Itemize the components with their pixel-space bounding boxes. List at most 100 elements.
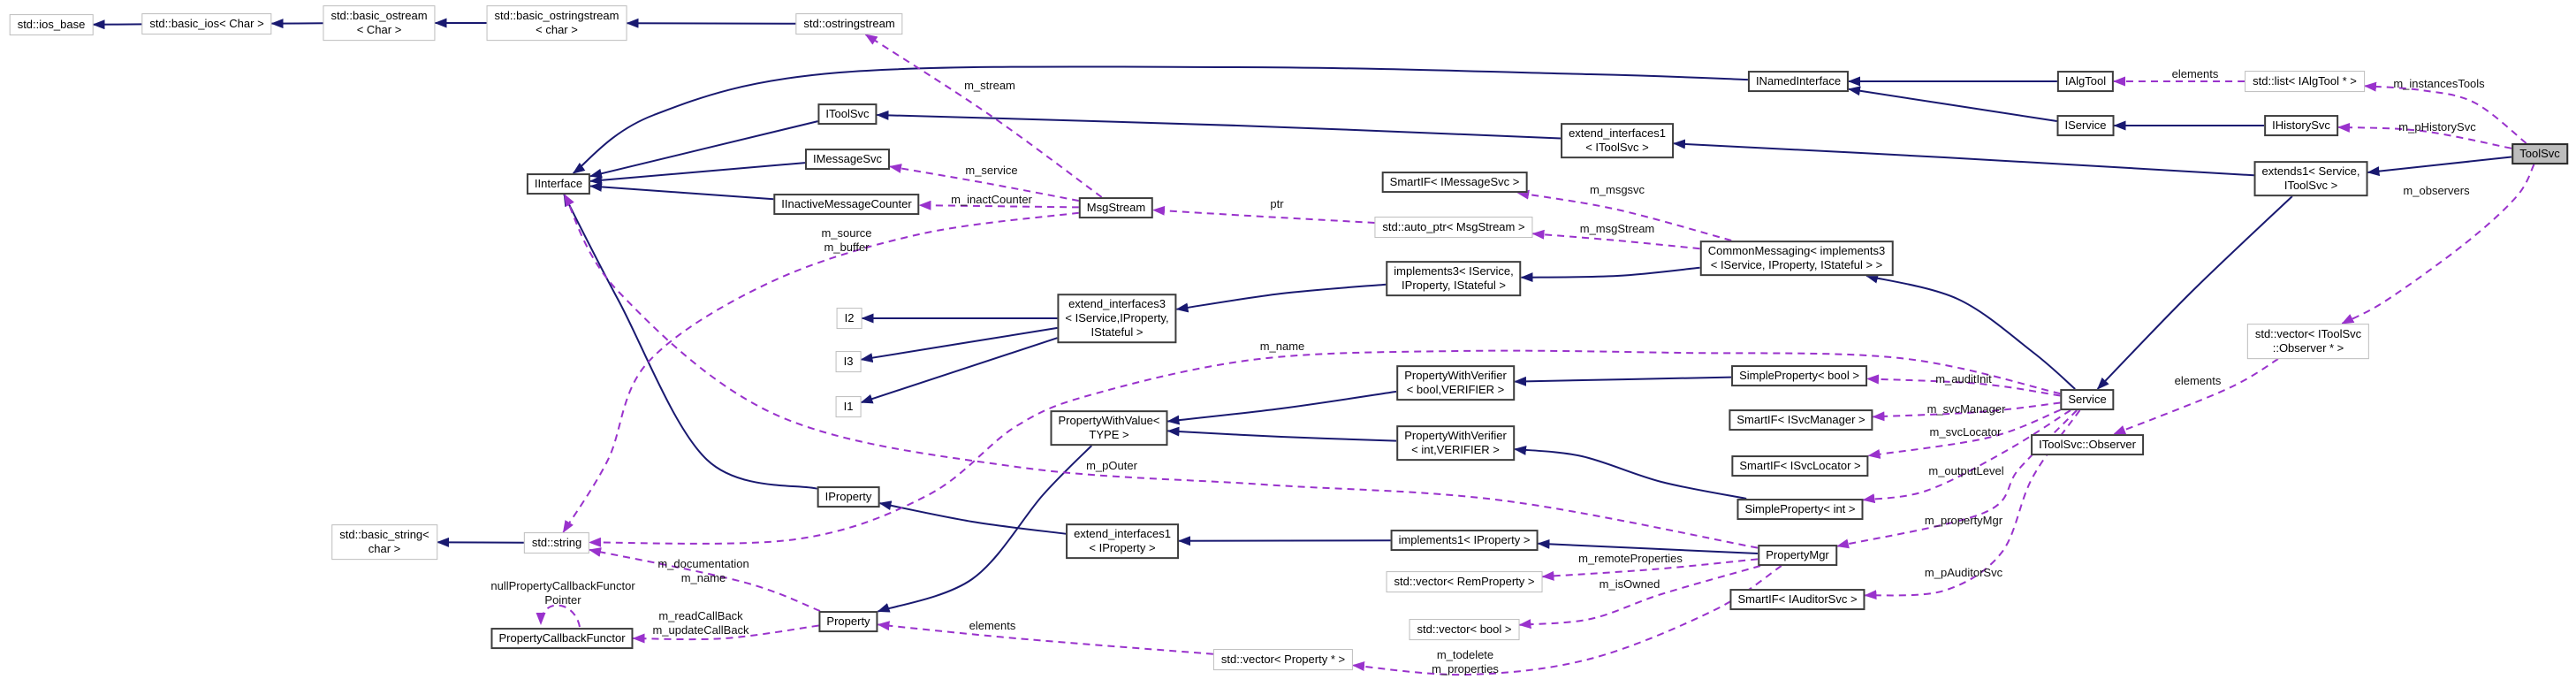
node-itoolsvc[interactable]: IToolSvc — [817, 103, 878, 125]
edge-std-vector-obs-to-itoolsvc-observer — [2113, 358, 2279, 435]
node-i2[interactable]: I2 — [836, 308, 862, 329]
edge-ei1-iproperty-to-iproperty — [878, 500, 1067, 535]
edge-pw-value-to-property — [877, 445, 1093, 613]
node-commonmessaging[interactable]: CommonMessaging< implements3 < IService,… — [1699, 240, 1894, 276]
edge-service-to-smartif-isvcmanager — [1872, 401, 2061, 422]
node-std-vector-prop[interactable]: std::vector< Property * > — [1212, 649, 1354, 670]
edge-commonmessaging-to-std-auto-ptr — [1531, 229, 1700, 250]
node-std-vector-obs[interactable]: std::vector< IToolSvc ::Observer * > — [2246, 324, 2370, 359]
node-std-string[interactable]: std::string — [523, 532, 590, 553]
edge-std-vector-prop-to-property — [877, 621, 1214, 655]
node-std-vector-bool[interactable]: std::vector< bool > — [1409, 619, 1520, 640]
edge-label-m-svcManager: m_svcManager — [1926, 401, 2006, 416]
node-sp-int[interactable]: SimpleProperty< int > — [1736, 499, 1864, 520]
node-implements1[interactable]: implements1< IProperty > — [1390, 530, 1539, 551]
edge-label-m-pOuter: m_pOuter — [1086, 458, 1137, 472]
node-pwv-bool[interactable]: PropertyWithVerifier < bool,VERIFIER > — [1396, 365, 1515, 401]
node-std-basic-ostream[interactable]: std::basic_ostream < Char > — [323, 5, 436, 41]
node-propertymgr[interactable]: PropertyMgr — [1758, 545, 1837, 566]
edge-propertymgr-to-implements1 — [1537, 538, 1759, 554]
edge-service-to-smartif-isvclocator — [1867, 408, 2061, 459]
node-smartif-isvcmanager[interactable]: SmartIF< ISvcManager > — [1729, 409, 1873, 431]
node-pcf[interactable]: PropertyCallbackFunctor — [490, 628, 634, 649]
edge-ei3-to-i1 — [860, 337, 1058, 404]
edge-label-m-instancesTools: m_instancesTools — [2393, 76, 2485, 90]
edge-label-m-isOwned: m_isOwned — [1599, 576, 1660, 591]
edge-label-ptr: ptr — [1270, 196, 1284, 210]
edge-extends1-to-service — [2096, 195, 2293, 390]
edge-label-elements: elements — [2174, 373, 2222, 387]
node-std-basic-ostringstream[interactable]: std::basic_ostringstream < char > — [486, 5, 627, 41]
edge-label-m-stream: m_stream — [964, 78, 1015, 92]
edge-label-m-msgsvc: m_msgsvc — [1589, 182, 1645, 196]
edge-pwv-bool-to-pw-value — [1166, 390, 1397, 425]
node-std-vector-rem[interactable]: std::vector< RemProperty > — [1386, 571, 1543, 592]
edge-msgstream-to-std-ostringstream — [864, 34, 1103, 198]
edge-propertymgr-to-std-vector-bool — [1518, 565, 1761, 630]
edge-sp-int-to-pwv-int — [1514, 445, 1747, 500]
edge-pwv-int-to-pw-value — [1166, 426, 1397, 442]
edge-label-m-propertyMgr: m_propertyMgr — [1924, 513, 2003, 527]
edge-propertymgr-to-std-vector-prop — [1352, 565, 1782, 676]
node-extends1[interactable]: extends1< Service, IToolSvc > — [2253, 161, 2368, 196]
node-iinterface[interactable]: IInterface — [526, 173, 591, 195]
edge-implements3-to-ei3 — [1175, 283, 1387, 313]
edge-label-m-observers: m_observers — [2403, 183, 2470, 197]
node-i3[interactable]: I3 — [835, 351, 862, 372]
edge-itoolsvc-to-iinterface — [589, 120, 818, 179]
node-smartif-iauditorsvc[interactable]: SmartIF< IAuditorSvc > — [1729, 589, 1866, 610]
edge-label-m-inactCounter: m_inactCounter — [951, 192, 1032, 206]
edge-service-to-commonmessaging — [1866, 273, 2076, 390]
edge-label-m-service: m_service — [965, 163, 1018, 177]
edge-imessagesvc-to-iinterface — [589, 162, 806, 186]
node-property[interactable]: Property — [818, 611, 878, 632]
edge-std-auto-ptr-to-msgstream — [1152, 205, 1375, 224]
node-smartif-isvclocator[interactable]: SmartIF< ISvcLocator > — [1731, 455, 1869, 477]
node-pwv-int[interactable]: PropertyWithVerifier < int,VERIFIER > — [1396, 425, 1515, 461]
node-inamedinterface[interactable]: INamedInterface — [1747, 71, 1850, 92]
node-implements3[interactable]: implements3< IService, IProperty, IState… — [1386, 261, 1522, 296]
node-std-basic-string[interactable]: std::basic_string< char > — [331, 524, 437, 560]
node-ei3[interactable]: extend_interfaces3 < IService,IProperty,… — [1057, 294, 1177, 343]
edge-label-m-source: m_source m_buffer — [821, 225, 872, 254]
edge-implements1-to-ei1-iproperty — [1178, 536, 1391, 546]
node-sp-bool[interactable]: SimpleProperty< bool > — [1731, 365, 1867, 386]
edge-sp-bool-to-pwv-bool — [1514, 376, 1732, 386]
node-ei1-itoolsvc[interactable]: extend_interfaces1 < IToolSvc > — [1561, 123, 1674, 158]
node-iproperty[interactable]: IProperty — [817, 486, 880, 508]
node-msgstream[interactable]: MsgStream — [1078, 197, 1154, 218]
node-ialgtool[interactable]: IAlgTool — [2056, 71, 2115, 92]
edge-label-nullPropertyCallbackFunctor: nullPropertyCallbackFunctor Pointer — [490, 578, 635, 607]
node-itoolsvc-observer[interactable]: IToolSvc::Observer — [2031, 434, 2144, 455]
node-imessagesvc[interactable]: IMessageSvc — [804, 149, 891, 170]
node-std-auto-ptr[interactable]: std::auto_ptr< MsgStream > — [1374, 217, 1533, 238]
node-std-list-ialgtool[interactable]: std::list< IAlgTool * > — [2245, 71, 2365, 92]
node-iinactivemessagecounter[interactable]: IInactiveMessageCounter — [773, 194, 920, 215]
edge-label-m-readCallBack: m_readCallBack m_updateCallBack — [652, 608, 749, 637]
node-std-ostringstream[interactable]: std::ostringstream — [795, 13, 903, 34]
edge-label-m-auditInit: m_auditInit — [1935, 371, 1992, 385]
edge-label-elements: elements — [2171, 66, 2219, 80]
edge-toolsvc-to-ihistorysvc — [2337, 122, 2512, 149]
edge-label-m-pAuditorSvc: m_pAuditorSvc — [1924, 565, 2003, 579]
node-service[interactable]: Service — [2060, 389, 2115, 410]
edge-ei3-to-i3 — [860, 326, 1058, 363]
edge-label-m-todelete: m_todelete m_properties — [1432, 647, 1499, 676]
edge-toolsvc-to-std-list-ialgtool — [2364, 81, 2527, 144]
node-iservice[interactable]: IService — [2056, 115, 2115, 136]
edge-msgstream-to-iinactivemessagecounter — [918, 200, 1080, 210]
edge-label-m-name: m_name — [1259, 339, 1305, 353]
node-std-basic-ios[interactable]: std::basic_ios< Char > — [141, 13, 272, 34]
node-std-ios-base[interactable]: std::ios_base — [9, 14, 94, 35]
node-toolsvc: ToolSvc — [2511, 143, 2568, 164]
edge-toolsvc-to-extends1 — [2367, 156, 2512, 177]
node-i1[interactable]: I1 — [835, 396, 862, 417]
edge-extends1-to-ei1-itoolsvc — [1673, 139, 2254, 177]
node-ihistorysvc[interactable]: IHistorySvc — [2264, 115, 2338, 136]
edge-std-string-to-std-basic-string — [437, 537, 525, 547]
node-pw-value[interactable]: PropertyWithValue< TYPE > — [1050, 410, 1168, 446]
node-ei1-iproperty[interactable]: extend_interfaces1 < IProperty > — [1066, 523, 1179, 559]
edge-propertymgr-to-std-vector-rem — [1541, 558, 1759, 581]
edge-iservice-to-inamedinterface — [1848, 86, 2057, 122]
node-smartif-imessagesvc[interactable]: SmartIF< IMessageSvc > — [1381, 172, 1528, 193]
